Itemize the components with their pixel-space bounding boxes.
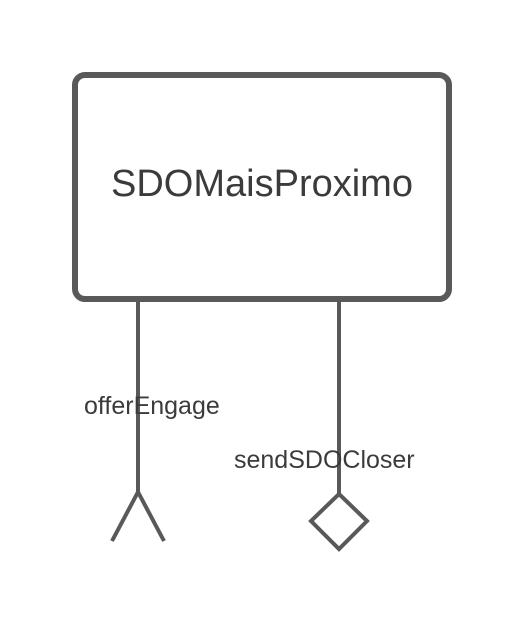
port-offer-engage[interactable]: offerEngage bbox=[84, 299, 220, 542]
port-offer-engage-label: offerEngage bbox=[84, 392, 220, 420]
component-name: SDOMaisProximo bbox=[111, 163, 413, 205]
diamond-icon bbox=[308, 491, 370, 552]
fork-icon bbox=[110, 487, 166, 542]
port-send-sdo-closer-label: sendSDOCloser bbox=[234, 446, 415, 474]
component-node[interactable]: SDOMaisProximo bbox=[72, 72, 452, 302]
component-box bbox=[72, 72, 452, 302]
port-send-sdo-closer[interactable]: sendSDOCloser bbox=[234, 299, 415, 552]
